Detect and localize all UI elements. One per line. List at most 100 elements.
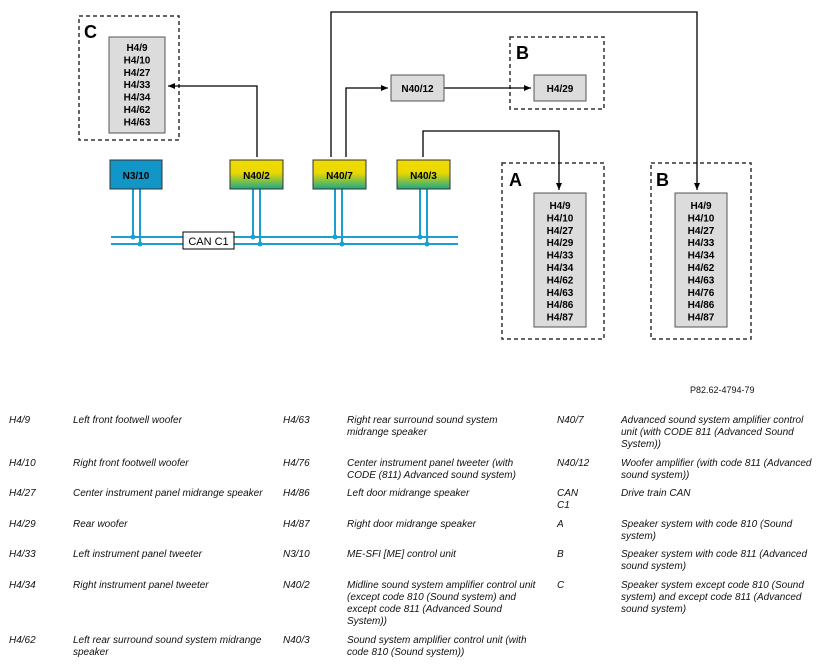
speaker-item: H4/34 (688, 251, 715, 262)
speaker-item: H4/86 (547, 300, 574, 311)
speaker-item: H4/34 (124, 93, 151, 104)
speaker-item: H4/86 (688, 300, 715, 311)
group-b-right-box (674, 192, 728, 328)
can-bus-label: CAN C1 (188, 236, 228, 248)
line-n40-7-to-n40-12 (345, 85, 388, 157)
legend-code: H4/10 (9, 458, 36, 469)
legend-description: Center instrument panel midrange speaker (73, 488, 263, 499)
legend-code: N40/3 (283, 635, 310, 646)
module-n40-12-box (390, 74, 445, 102)
legend-code: H4/33 (9, 549, 36, 560)
legend-code: H4/29 (9, 519, 36, 530)
group-a-frame (501, 162, 605, 340)
speaker-item: H4/62 (547, 275, 574, 286)
module-n40-7-box (312, 159, 367, 190)
speaker-item: H4/33 (124, 80, 151, 91)
can-bus-label-box (182, 231, 235, 250)
group-b-top-box (533, 74, 587, 102)
speaker-item: H4/76 (688, 288, 715, 299)
legend-code: N40/7 (557, 415, 584, 426)
line-n40-2-to-c (168, 83, 258, 157)
module-n3-10-label: N3/10 (123, 171, 150, 182)
speaker-item: H4/63 (547, 288, 574, 299)
speaker-item: H4/29 (547, 238, 574, 249)
legend-code: N40/12 (557, 458, 590, 469)
legend-code: CAN C1 (557, 488, 579, 511)
legend-description: Midline sound system amplifier control u… (347, 580, 536, 627)
speaker-item: H4/9 (549, 201, 571, 212)
legend-description: Rear woofer (73, 519, 128, 530)
group-c-box (108, 36, 166, 134)
legend-description: Speaker system except code 810 (Sound sy… (621, 580, 804, 615)
legend-description: Speaker system with code 811 (Advanced s… (621, 549, 808, 572)
legend-description: Speaker system with code 810 (Sound syst… (621, 519, 793, 542)
legend-code: N3/10 (283, 549, 310, 560)
legend-description: Sound system amplifier control unit (wit… (347, 635, 527, 658)
legend-description: Left door midrange speaker (347, 488, 470, 499)
speaker-item: H4/34 (547, 263, 574, 274)
speaker-item: H4/10 (547, 213, 574, 224)
legend-description: Right rear surround sound system midrang… (347, 415, 498, 438)
legend-description: Advanced sound system amplifier control … (621, 415, 804, 450)
legend-description: Center instrument panel tweeter (with CO… (347, 458, 516, 481)
group-b-right-letter: B (656, 170, 669, 190)
line-n40-3-to-a (422, 130, 562, 190)
legend-code: B (557, 549, 564, 560)
legend-code: H4/34 (9, 580, 36, 591)
group-a-list: H4/9H4/10H4/27H4/29H4/33H4/34H4/62H4/63H… (547, 201, 574, 324)
module-n3-10-box (109, 159, 163, 190)
speaker-item: H4/9 (126, 43, 148, 54)
module-n40-3-box (396, 159, 451, 190)
module-n40-7-label: N40/7 (326, 171, 353, 182)
speaker-item: H4/10 (124, 55, 151, 66)
module-n40-12-label: N40/12 (401, 84, 434, 95)
legend-description: Left instrument panel tweeter (73, 549, 202, 560)
group-c-letter: C (84, 22, 97, 42)
legend-code: H4/27 (9, 488, 36, 499)
legend-description: Right door midrange speaker (347, 519, 476, 530)
can-bus-junctions (130, 234, 430, 247)
legend-description: Left rear surround sound system midrange… (73, 635, 262, 658)
module-n40-3-label: N40/3 (410, 171, 437, 182)
connection-lines (168, 11, 700, 190)
can-bus (111, 189, 458, 245)
legend-code: H4/76 (283, 458, 310, 469)
legend-code: H4/9 (9, 415, 31, 426)
speaker-item: H4/33 (547, 251, 574, 262)
legend-code: H4/62 (9, 635, 36, 646)
group-b-right-frame (650, 162, 752, 340)
group-b-top-item: H4/29 (547, 84, 574, 95)
group-a-letter: A (509, 170, 522, 190)
speaker-item: H4/87 (688, 313, 715, 324)
legend-code: N40/2 (283, 580, 310, 591)
speaker-item: H4/63 (124, 117, 151, 128)
legend-description: Right front footwell woofer (73, 458, 189, 469)
legend-description: ME-SFI [ME] control unit (347, 549, 456, 560)
speaker-item: H4/9 (690, 201, 712, 212)
legend-description: Right instrument panel tweeter (73, 580, 209, 591)
legend-code: H4/63 (283, 415, 310, 426)
group-a-box (533, 192, 587, 328)
legend-description: Left front footwell woofer (73, 415, 182, 426)
legend-description: Woofer amplifier (with code 811 (Advance… (621, 458, 812, 481)
speaker-item: H4/87 (547, 313, 574, 324)
speaker-item: H4/10 (688, 213, 715, 224)
legend-description: Drive train CAN (621, 488, 691, 499)
legend-code: H4/86 (283, 488, 310, 499)
legend-code: H4/87 (283, 519, 310, 530)
speaker-item: H4/27 (124, 68, 151, 79)
group-c-frame (78, 15, 180, 141)
figure-reference: P82.62-4794-79 (690, 385, 755, 395)
legend-code: A (557, 519, 564, 530)
speaker-item: H4/27 (547, 226, 574, 237)
speaker-item: H4/62 (688, 263, 715, 274)
speaker-item: H4/27 (688, 226, 715, 237)
line-n40-7-to-b-right (330, 11, 700, 190)
module-n40-2-label: N40/2 (243, 171, 270, 182)
speaker-item: H4/62 (124, 105, 151, 116)
group-b-right-list: H4/9H4/10H4/27H4/33H4/34H4/62H4/63H4/76H… (688, 201, 715, 324)
legend-code: C (557, 580, 565, 591)
module-n40-2-box (229, 159, 284, 190)
